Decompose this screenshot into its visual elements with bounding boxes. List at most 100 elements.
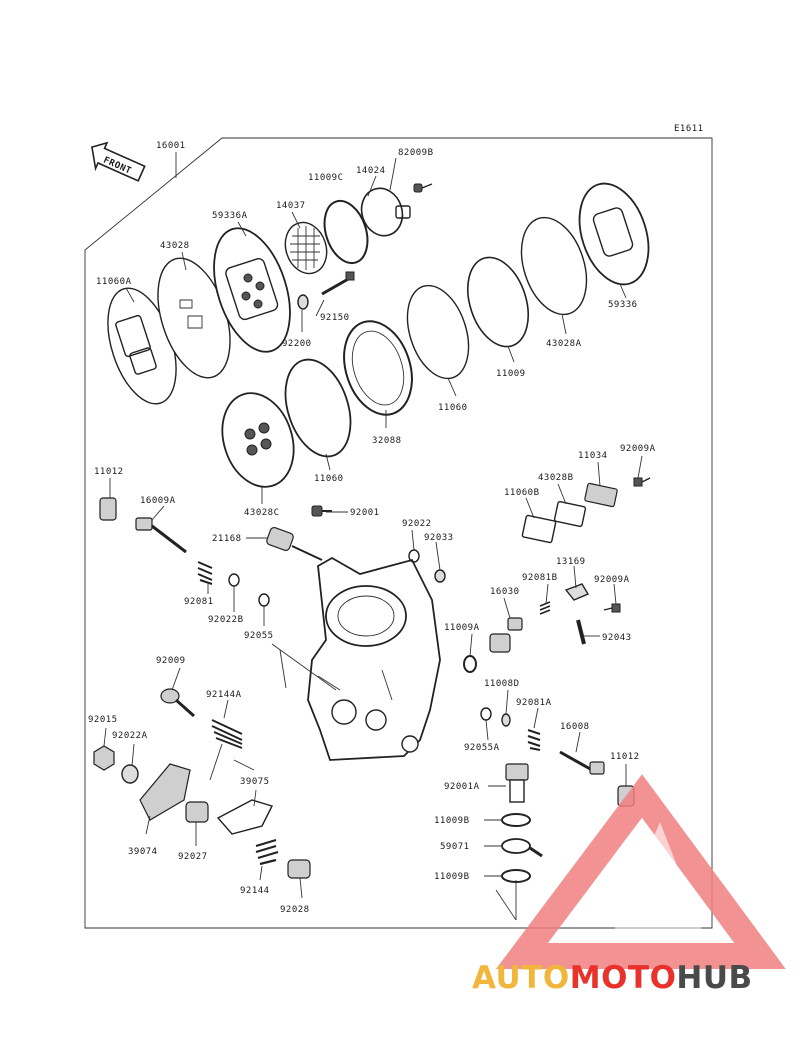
label-92144: 92144 [240, 886, 270, 896]
part-92055a-oring [480, 707, 492, 721]
label-21168: 21168 [212, 534, 242, 544]
label-92022-top: 92022 [402, 519, 432, 529]
label-92022a: 92022A [112, 731, 148, 741]
diagram-code: E1611 [674, 124, 704, 134]
label-92055a: 92055A [464, 743, 500, 753]
part-92200-washer [297, 294, 309, 310]
part-92027-collar [185, 801, 209, 823]
part-59336-cover [578, 182, 650, 286]
diagram-frame [84, 137, 713, 929]
label-11060-bottom: 11060 [314, 474, 344, 484]
label-92033: 92033 [424, 533, 454, 543]
part-11009b-washer-top [501, 813, 531, 827]
part-11060a-plate [107, 287, 177, 405]
label-11009c: 11009C [308, 173, 344, 183]
part-92150-screw [321, 271, 355, 296]
part-92055-oring [258, 593, 270, 607]
label-92001: 92001 [350, 508, 380, 518]
label-14024: 14024 [356, 166, 386, 176]
label-92055: 92055 [244, 631, 274, 641]
part-92043-pin [576, 619, 586, 645]
label-11009b-top: 11009B [434, 816, 470, 826]
part-92001-screw [311, 505, 332, 517]
part-92144-spring [255, 838, 279, 866]
watermark-hub: HUB [676, 960, 753, 996]
part-43028c-diaphragm [221, 392, 295, 488]
part-11060b-gasket [521, 514, 557, 544]
part-39074-cam [139, 763, 191, 821]
label-11008d: 11008D [484, 679, 520, 689]
label-92001a: 92001A [444, 782, 480, 792]
label-92081a: 92081A [516, 698, 552, 708]
part-13169-lever [564, 583, 590, 601]
label-43028c: 43028C [244, 508, 280, 518]
part-14037-screen [284, 221, 328, 275]
part-43028a-gasket [520, 216, 588, 316]
label-92028: 92028 [280, 905, 310, 915]
label-16009a: 16009A [140, 496, 176, 506]
label-11060b: 11060B [504, 488, 540, 498]
carburetor-body [307, 556, 441, 761]
label-92027: 92027 [178, 852, 208, 862]
label-92081b: 92081B [522, 573, 558, 583]
part-16030-valve [489, 617, 523, 653]
part-11009a-ring [463, 655, 477, 673]
part-14024-cap [360, 187, 411, 237]
label-11034: 11034 [578, 451, 608, 461]
part-11034-cover [584, 482, 618, 508]
label-92081: 92081 [184, 597, 214, 607]
label-92043: 92043 [602, 633, 632, 643]
part-16008-needle [559, 750, 605, 775]
label-11060-top: 11060 [438, 403, 468, 413]
label-92150: 92150 [320, 313, 350, 323]
part-labels: 16001 82009B 14024 11009C 14037 59336A 4… [88, 141, 655, 915]
label-11009: 11009 [496, 369, 526, 379]
part-92009a-screw-mid [603, 603, 621, 613]
label-92009a-mid: 92009A [594, 575, 630, 585]
label-16030: 16030 [490, 587, 520, 597]
label-16008: 16008 [560, 722, 590, 732]
part-11060-gasket-top [406, 284, 470, 380]
label-92015: 92015 [88, 715, 118, 725]
label-82009b: 82009B [398, 148, 434, 158]
label-11012-left: 11012 [94, 467, 124, 477]
part-92001a-bolt [505, 763, 529, 803]
label-59336a: 59336A [212, 211, 248, 221]
part-16009a-needle [135, 517, 187, 554]
label-43028a: 43028A [546, 339, 582, 349]
part-39075-lever [216, 799, 273, 835]
part-92015-nut [93, 745, 115, 771]
part-92144a-spring [211, 719, 243, 749]
label-43028b: 43028B [538, 473, 574, 483]
label-92200: 92200 [282, 339, 312, 349]
label-14037: 14037 [276, 201, 306, 211]
label-11060a: 11060A [96, 277, 132, 287]
label-39075: 39075 [240, 777, 270, 787]
label-59071: 59071 [440, 842, 470, 852]
label-39074: 39074 [128, 847, 158, 857]
part-92033-cap [434, 569, 446, 583]
part-43028b-gasket [553, 500, 587, 528]
label-32088: 32088 [372, 436, 402, 446]
part-11008d-ring [501, 713, 511, 727]
label-92144a: 92144A [206, 690, 242, 700]
part-59071-banjo [501, 838, 543, 858]
part-92081-spring [197, 561, 213, 585]
part-11012-left-clip [99, 497, 117, 521]
part-32088-ring [343, 320, 413, 416]
part-92009-screw [160, 688, 195, 718]
label-11009b-bottom: 11009B [434, 872, 470, 882]
part-92028-collar [287, 859, 311, 879]
part-92081b-spring [539, 601, 551, 615]
label-59336: 59336 [608, 300, 638, 310]
part-92022a-washer [121, 764, 139, 784]
label-11012-right: 11012 [610, 752, 640, 762]
label-13169: 13169 [556, 557, 586, 567]
label-16001: 16001 [156, 141, 186, 151]
label-92009: 92009 [156, 656, 186, 666]
part-82009b-screw [413, 183, 433, 193]
part-92009a-screw-top [633, 477, 651, 487]
part-11060-gasket-bottom [284, 358, 352, 458]
part-59336a-cover [213, 227, 291, 353]
leader-lines [103, 152, 643, 921]
